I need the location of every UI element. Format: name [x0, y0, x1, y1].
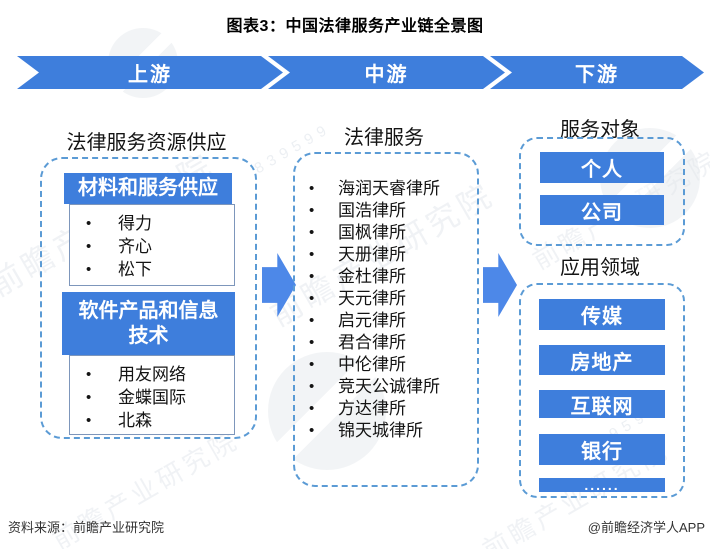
- chevron-upstream-label: 上游: [128, 64, 172, 86]
- bullet-icon: •: [309, 400, 315, 417]
- list-item-label: 锦天城律所: [338, 421, 423, 440]
- upstream-group2-header: 软件产品和信息技术: [62, 292, 235, 355]
- upstream-group2-list: • 用友网络 • 金蝶国际 • 北森: [69, 355, 235, 435]
- list-item: • 用友网络: [70, 363, 234, 386]
- list-item-label: 齐心: [118, 237, 152, 256]
- bullet-icon: •: [309, 290, 315, 307]
- bullet-icon: •: [309, 312, 315, 329]
- bullet-icon: •: [309, 356, 315, 373]
- bullet-icon: •: [309, 180, 315, 197]
- list-item-label: 天册律所: [338, 245, 406, 264]
- list-item: • 得力: [70, 212, 234, 235]
- list-item: • 北森: [70, 409, 234, 432]
- upstream-group1-header-label: 材料和服务供应: [78, 177, 218, 199]
- upstream-group2-header-label: 软件产品和信息技术: [78, 299, 219, 347]
- list-item: • 松下: [70, 258, 234, 281]
- list-item-label: 君合律所: [338, 333, 406, 352]
- bullet-icon: •: [309, 378, 315, 395]
- application-fields-box: 传媒 房地产 互联网 银行 ......: [519, 283, 685, 498]
- list-item: • 金蝶国际: [70, 386, 234, 409]
- bullet-icon: •: [86, 389, 92, 406]
- list-item: • 中伦律所: [295, 354, 477, 376]
- bullet-icon: •: [309, 268, 315, 285]
- list-item: • 竞天公诚律所: [295, 376, 477, 398]
- chevron-midstream: 中游: [268, 56, 505, 89]
- upstream-box: 材料和服务供应 • 得力 • 齐心 • 松下 软件产品和信息技术 • 用友网络 • 金蝶国…: [40, 157, 257, 439]
- bullet-icon: •: [309, 422, 315, 439]
- figure-title: 图表3：中国法律服务产业链全景图: [226, 18, 484, 35]
- chevron-downstream: 下游: [490, 56, 704, 89]
- list-item: • 国枫律所: [295, 222, 477, 244]
- bullet-icon: •: [86, 215, 92, 232]
- application-fields-heading: 应用领域: [560, 257, 640, 279]
- chevron-midstream-label: 中游: [364, 64, 409, 86]
- flow-arrow-icon: [262, 253, 296, 317]
- list-item-label: 启元律所: [338, 311, 406, 330]
- service-target-item: 公司: [540, 195, 664, 225]
- list-item-label: 松下: [118, 260, 152, 279]
- list-item: • 方达律所: [295, 398, 477, 420]
- list-item-label: 北森: [118, 411, 152, 430]
- bullet-icon: •: [86, 366, 92, 383]
- midstream-list: • 海润天睿律所 • 国浩律所 • 国枫律所 • 天册律所 • 金杜律所 • 天元律所 • 启…: [295, 178, 477, 442]
- midstream-box: • 海润天睿律所 • 国浩律所 • 国枫律所 • 天册律所 • 金杜律所 • 天元律所 • 启…: [293, 152, 479, 487]
- service-target-item: 个人: [540, 152, 664, 183]
- list-item: • 君合律所: [295, 332, 477, 354]
- list-item-label: 竞天公诚律所: [338, 377, 440, 396]
- application-field-item-more: ......: [539, 477, 665, 493]
- bullet-icon: •: [86, 412, 92, 429]
- source-note: 资料来源：前瞻产业研究院: [8, 520, 165, 535]
- application-field-item: 传媒: [539, 299, 665, 330]
- application-field-item: 互联网: [539, 390, 665, 418]
- list-item: • 金杜律所: [295, 266, 477, 288]
- bullet-icon: •: [86, 238, 92, 255]
- chevron-upstream: 上游: [17, 56, 283, 89]
- list-item: • 启元律所: [295, 310, 477, 332]
- list-item-label: 国浩律所: [338, 201, 406, 220]
- bullet-icon: •: [86, 261, 92, 278]
- service-targets-heading: 服务对象: [560, 119, 640, 141]
- upstream-group1-header: 材料和服务供应: [64, 173, 232, 204]
- list-item: • 海润天睿律所: [295, 178, 477, 200]
- credit-note: @前瞻经济学人APP: [587, 520, 705, 535]
- upstream-group1-list: • 得力 • 齐心 • 松下: [69, 204, 235, 286]
- list-item-label: 用友网络: [118, 365, 186, 384]
- list-item: • 锦天城律所: [295, 420, 477, 442]
- list-item-label: 得力: [118, 214, 152, 233]
- bullet-icon: •: [309, 334, 315, 351]
- list-item: • 国浩律所: [295, 200, 477, 222]
- list-item-label: 海润天睿律所: [338, 179, 440, 198]
- list-item-label: 中伦律所: [338, 355, 406, 374]
- list-item: • 天册律所: [295, 244, 477, 266]
- list-item: • 齐心: [70, 235, 234, 258]
- bullet-icon: •: [309, 202, 315, 219]
- application-field-item: 银行: [539, 434, 665, 465]
- upstream-heading: 法律服务资源供应: [66, 132, 227, 154]
- midstream-heading: 法律服务: [344, 127, 424, 149]
- chevron-downstream-label: 下游: [575, 64, 619, 86]
- list-item-label: 金蝶国际: [118, 388, 186, 407]
- list-item-label: 国枫律所: [338, 223, 406, 242]
- list-item-label: 方达律所: [338, 399, 406, 418]
- list-item-label: 天元律所: [338, 289, 406, 308]
- bullet-icon: •: [309, 246, 315, 263]
- flow-arrow-icon: [483, 253, 517, 317]
- bullet-icon: •: [309, 224, 315, 241]
- list-item: • 天元律所: [295, 288, 477, 310]
- application-field-item: 房地产: [539, 345, 665, 375]
- list-item-label: 金杜律所: [338, 267, 406, 286]
- service-targets-box: 个人 公司: [519, 137, 685, 246]
